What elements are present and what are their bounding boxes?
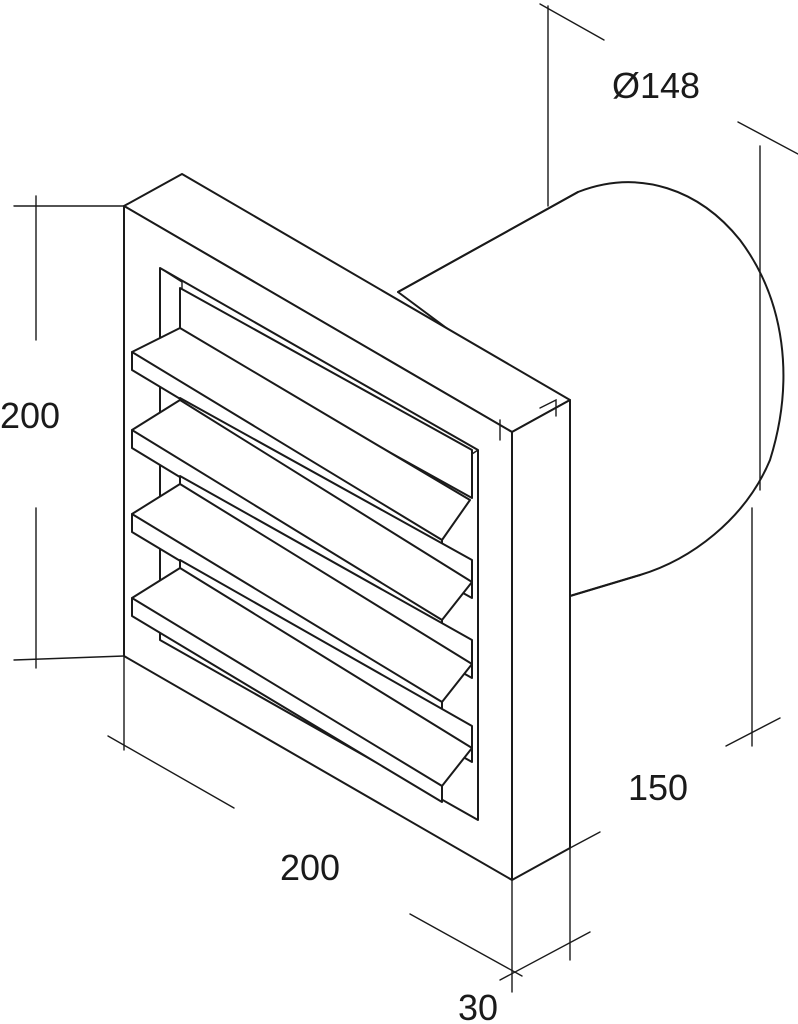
duct-length-label: 150 (628, 767, 688, 808)
dimension-lines (13, 3, 798, 993)
round-duct (397, 181, 785, 597)
length-extension-front (569, 831, 601, 849)
diameter-dim-line-right (737, 121, 798, 155)
louvre-blades (131, 287, 473, 803)
frame-right-side (511, 399, 571, 881)
depth-dim-tick (499, 931, 591, 981)
duct-bottom-edge (569, 574, 641, 597)
frame-depth-label: 30 (458, 987, 498, 1024)
width-label: 200 (280, 847, 340, 888)
width-dim-line (107, 735, 235, 809)
duct-top-edge (397, 191, 579, 293)
frame-edge-detail (539, 398, 557, 417)
diameter-label: Ø148 (612, 65, 700, 106)
diameter-dim-line-left (539, 3, 605, 41)
height-label: 200 (0, 395, 60, 436)
height-extension-bottom (13, 655, 125, 661)
dimension-labels: Ø148 200 200 150 30 (0, 65, 700, 1024)
duct-body (397, 181, 785, 597)
depth-dim-line (409, 913, 523, 977)
louvre-blade (131, 559, 473, 803)
length-dim-tick (725, 717, 781, 747)
